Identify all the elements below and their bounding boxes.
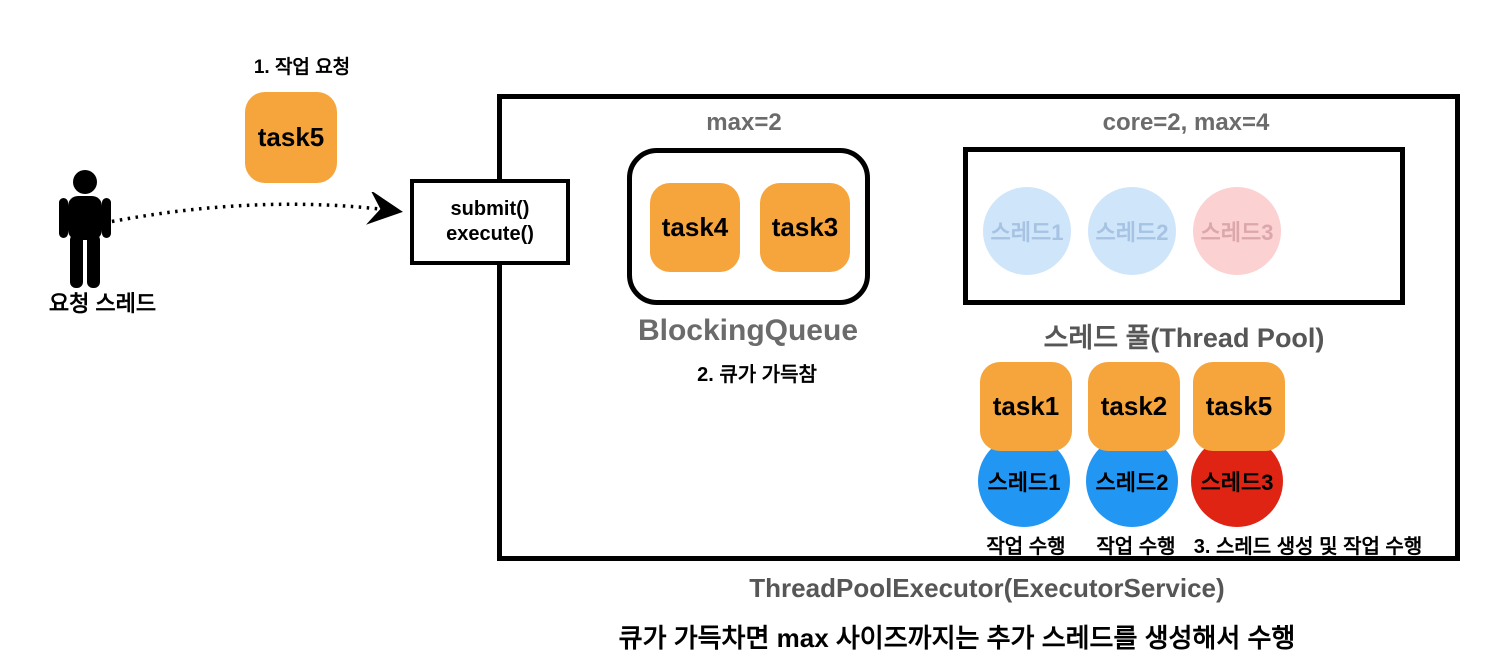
thread-pool-title: 스레드 풀(Thread Pool): [1043, 323, 1325, 353]
pool-config-label: core=2, max=4: [1102, 109, 1270, 136]
queued-task-box: task4: [650, 183, 740, 272]
diagram-caption: 큐가 가득차면 max 사이즈까지는 추가 스레드를 생성해서 수행: [618, 623, 1296, 653]
executor-boundary-box: [497, 94, 1460, 561]
blocking-queue-title: BlockingQueue: [637, 314, 859, 347]
requester-thread-label: 요청 스레드: [48, 291, 157, 316]
queued-task-box: task3: [760, 183, 850, 272]
queue-max-label: max=2: [706, 109, 782, 136]
idle-thread-circle: 스레드1: [983, 187, 1071, 275]
execution-note: 작업 수행: [986, 536, 1066, 558]
executor-title: ThreadPoolExecutor(ExecutorService): [749, 573, 1225, 603]
running-task-box: task1: [980, 362, 1072, 451]
running-task-box: task5: [1193, 362, 1285, 451]
submit-method-label: submit(): [450, 198, 530, 220]
person-icon: [55, 170, 115, 288]
step1-label: 1. 작업 요청: [253, 57, 351, 78]
execution-note: 작업 수행: [1096, 536, 1176, 558]
incoming-task-box: task5: [245, 92, 337, 183]
execution-note: 3. 스레드 생성 및 작업 수행: [1193, 536, 1423, 558]
submit-execute-box: submit() execute(): [410, 179, 570, 265]
idle-thread-circle: 스레드3: [1193, 187, 1281, 275]
execute-method-label: execute(): [446, 223, 534, 245]
running-task-box: task2: [1088, 362, 1180, 451]
idle-thread-circle: 스레드2: [1088, 187, 1176, 275]
queue-full-label: 2. 큐가 가득참: [697, 364, 817, 386]
request-arrow-icon: [98, 190, 413, 238]
